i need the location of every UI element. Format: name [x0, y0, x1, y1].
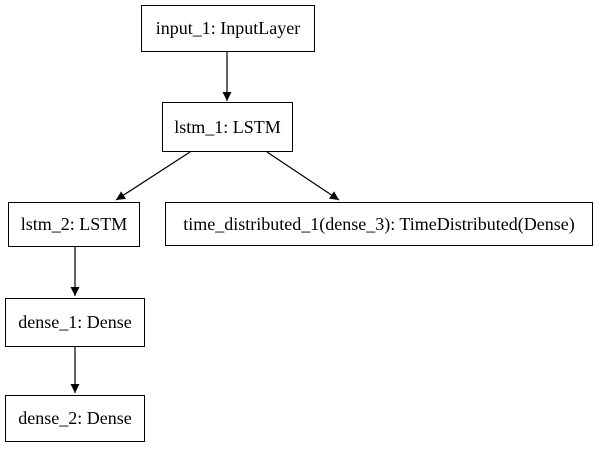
- node-dense_2: dense_2: Dense: [5, 395, 145, 442]
- node-lstm_1-label: lstm_1: LSTM: [174, 116, 281, 137]
- node-input_1: input_1: InputLayer: [141, 5, 315, 52]
- node-dense_2-label: dense_2: Dense: [18, 408, 132, 428]
- node-time_distributed_1: time_distributed_1(dense_3): TimeDistrib…: [165, 202, 593, 246]
- node-time_distributed_1-label: time_distributed_1(dense_3): TimeDistrib…: [183, 213, 575, 234]
- node-lstm_2-label: lstm_2: LSTM: [20, 214, 128, 234]
- edge-lstm_1-to-lstm_2: [115, 151, 191, 201]
- node-input_1-label: input_1: InputLayer: [155, 18, 301, 38]
- node-lstm_1: lstm_1: LSTM: [162, 102, 293, 152]
- node-dense_1: dense_1: Dense: [5, 298, 145, 347]
- node-lstm_2: lstm_2: LSTM: [8, 202, 140, 247]
- edge-lstm_1-to-time_distributed_1: [266, 151, 340, 201]
- node-dense_1-label: dense_1: Dense: [18, 312, 132, 332]
